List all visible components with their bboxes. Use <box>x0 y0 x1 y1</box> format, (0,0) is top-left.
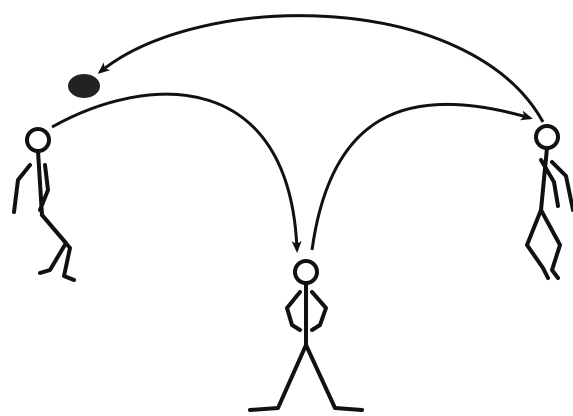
left-player-left-arm <box>14 165 30 212</box>
center-player-figure <box>250 261 362 410</box>
ball-icon <box>68 74 100 98</box>
pass-arrow-left-to-center <box>52 94 297 250</box>
center-player-left-arm <box>287 292 300 330</box>
center-player-right-arm <box>312 292 326 330</box>
left-player-head <box>27 129 49 151</box>
left-player-left-leg <box>40 215 66 273</box>
pass-arrow-center-to-right <box>312 104 530 250</box>
center-player-left-leg <box>250 345 306 410</box>
right-player-body <box>541 148 547 210</box>
right-player-head <box>536 126 558 148</box>
right-player-figure <box>527 126 573 278</box>
center-player-head <box>295 261 317 283</box>
left-player-figure <box>14 129 74 280</box>
center-player-right-leg <box>306 345 362 410</box>
